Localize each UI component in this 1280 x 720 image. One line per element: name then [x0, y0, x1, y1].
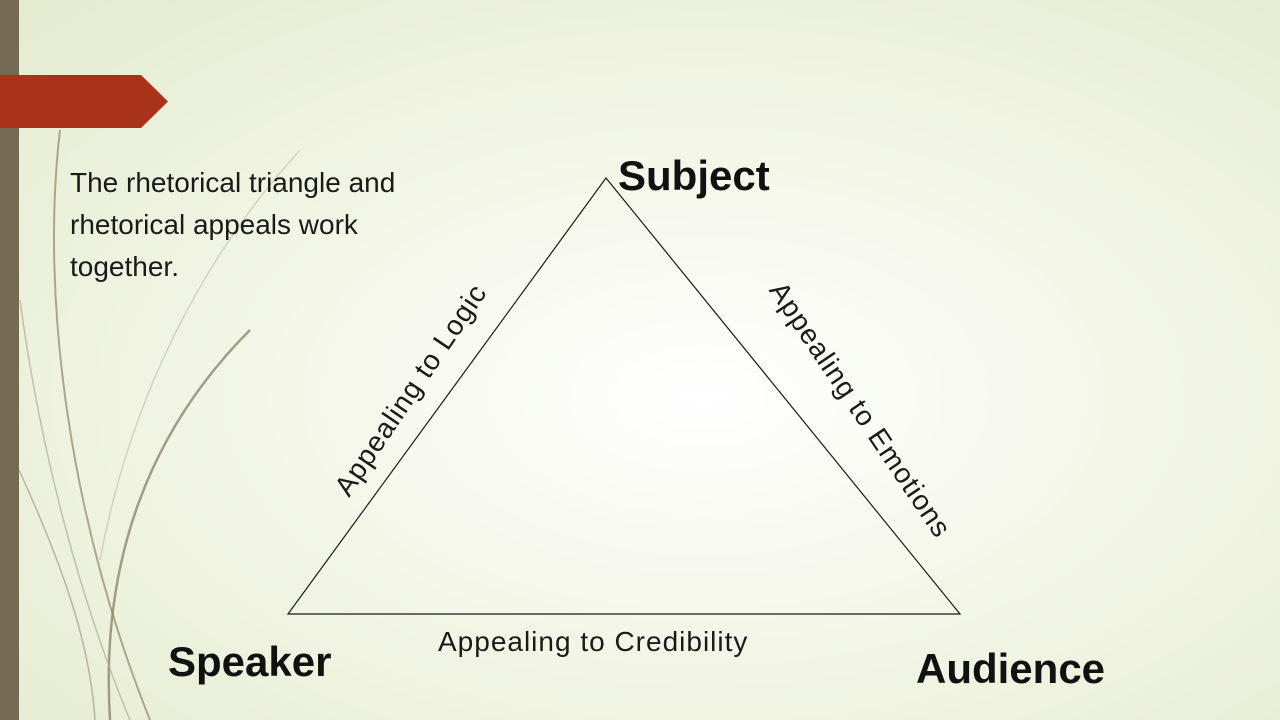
left-accent-bar [0, 0, 19, 720]
body-text: The rhetorical triangle and rhetorical a… [70, 167, 396, 282]
edge-credibility-label: Appealing to Credibility [438, 626, 749, 657]
title-arrow-shape [0, 75, 168, 128]
vertex-audience-label: Audience [916, 645, 1106, 692]
vertex-speaker-label: Speaker [168, 638, 332, 685]
vertex-subject-label: Subject [618, 152, 770, 199]
